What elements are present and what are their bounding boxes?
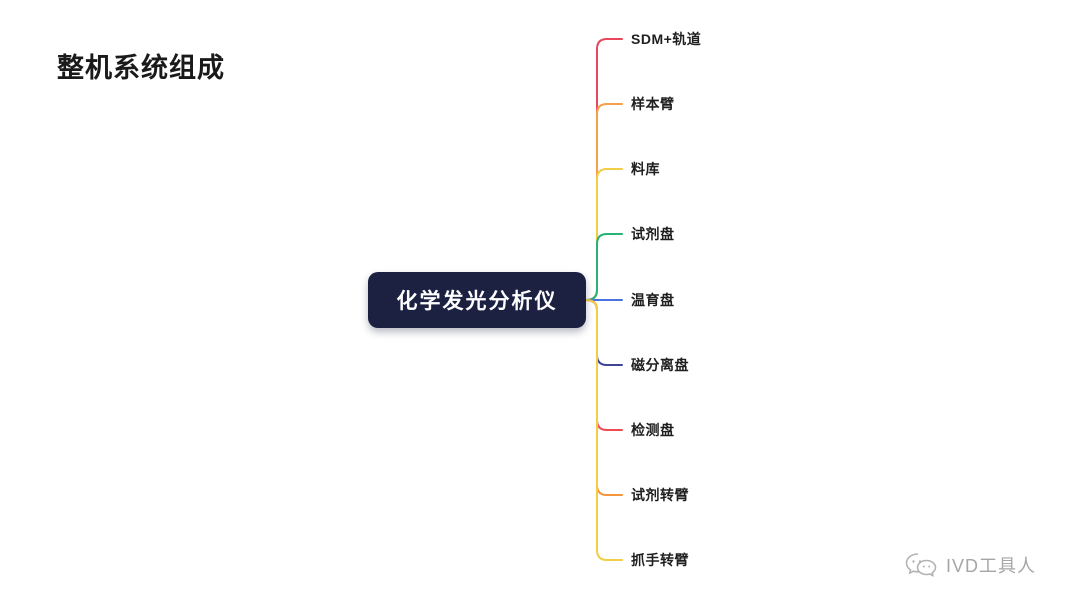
branch-connector: [585, 299, 623, 496]
branch-connector: [585, 38, 623, 301]
branch-label-incubation-disk[interactable]: 温育盘: [631, 292, 675, 308]
branch-label-magnetic-separation-disk[interactable]: 磁分离盘: [631, 357, 689, 373]
watermark: IVD工具人: [905, 552, 1036, 578]
branch-label-reagent-arm[interactable]: 试剂转臂: [631, 487, 689, 503]
page-title: 整机系统组成: [57, 53, 225, 83]
branch-connector: [585, 299, 623, 561]
watermark-label: IVD工具人: [945, 556, 1036, 576]
branch-label-sample-arm[interactable]: 样本臂: [631, 96, 675, 112]
branch-connector: [585, 299, 623, 431]
branch-connector: [585, 299, 623, 366]
branch-label-detection-disk[interactable]: 检测盘: [631, 422, 675, 438]
branch-label-sdm-track[interactable]: SDM+轨道: [631, 31, 702, 47]
branch-label-gripper-arm[interactable]: 抓手转臂: [631, 552, 689, 568]
branch-label-material-store[interactable]: 料库: [631, 161, 660, 177]
branch-label-reagent-disk[interactable]: 试剂盘: [631, 226, 675, 242]
branch-connector: [585, 168, 623, 301]
wechat-icon: [905, 552, 939, 578]
root-topic-node[interactable]: 化学发光分析仪: [368, 272, 586, 328]
branch-connector: [585, 233, 623, 301]
branch-connector: [585, 103, 623, 301]
